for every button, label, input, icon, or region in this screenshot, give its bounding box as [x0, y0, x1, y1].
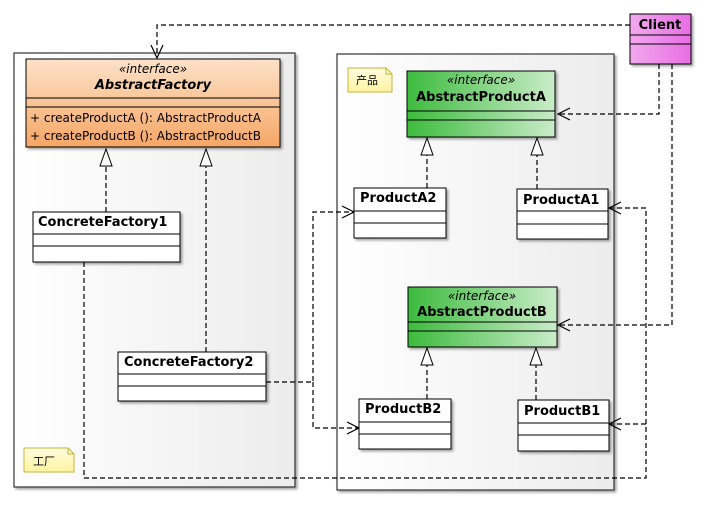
factory-note-label: 工厂 — [33, 455, 55, 468]
product-b1-class[interactable]: ProductB1 — [517, 399, 610, 452]
abstract-factory-class[interactable]: «interface» AbstractFactory + createProd… — [25, 58, 281, 148]
abstract-product-a-class[interactable]: «interface» AbstractProductA — [406, 70, 556, 138]
product-a2-class[interactable]: ProductA2 — [353, 187, 447, 239]
abstract-product-b-class[interactable]: «interface» AbstractProductB — [407, 286, 558, 348]
concrete-factory-1-name: ConcreteFactory1 — [38, 215, 167, 230]
concrete-factory-1-class[interactable]: ConcreteFactory1 — [32, 211, 181, 263]
abstract-product-a-name: AbstractProductA — [416, 90, 546, 105]
concrete-factory-2-name: ConcreteFactory2 — [124, 355, 253, 370]
product-a1-name: ProductA1 — [523, 193, 599, 208]
abstract-product-b-stereotype: «interface» — [448, 289, 516, 303]
abstract-factory-name: AbstractFactory — [94, 78, 212, 93]
concrete-factory-2-class[interactable]: ConcreteFactory2 — [117, 351, 267, 402]
product-note: 产品 — [347, 67, 393, 93]
product-a2-name: ProductA2 — [360, 191, 436, 206]
abstract-factory-stereotype: «interface» — [119, 62, 187, 76]
abstract-product-a-stereotype: «interface» — [447, 73, 515, 87]
product-b2-name: ProductB2 — [365, 402, 441, 417]
connectors — [83, 24, 673, 479]
product-b1-name: ProductB1 — [524, 404, 600, 419]
abstract-product-b-name: AbstractProductB — [417, 305, 547, 320]
product-b2-class[interactable]: ProductB2 — [358, 398, 452, 450]
abstract-factory-op-create-a: + createProductA (): AbstractProductA — [30, 111, 262, 125]
abstract-factory-op-create-b: + createProductB (): AbstractProductB — [30, 129, 261, 143]
client-class[interactable]: Client — [629, 13, 692, 65]
product-a1-class[interactable]: ProductA1 — [516, 188, 609, 240]
client-name: Client — [639, 18, 682, 33]
product-note-label: 产品 — [356, 73, 378, 87]
factory-note: 工厂 — [23, 447, 75, 473]
